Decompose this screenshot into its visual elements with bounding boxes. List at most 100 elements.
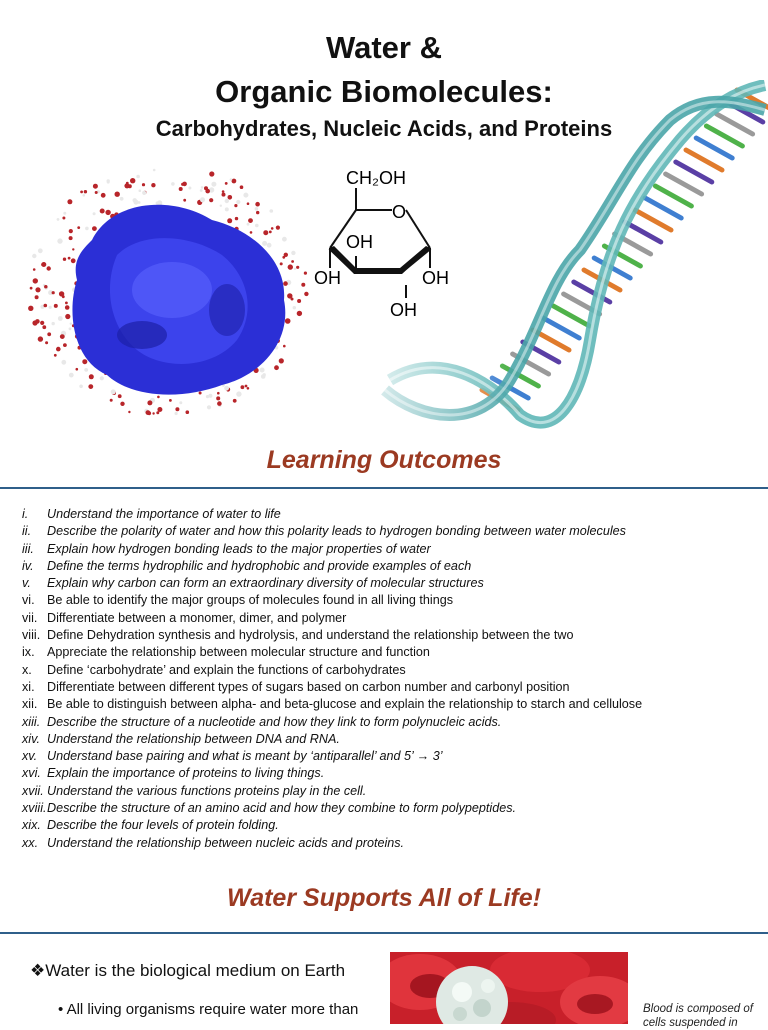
water-molecule [145, 410, 151, 415]
oh-right-label: OH [422, 268, 449, 288]
water-molecule [58, 291, 65, 297]
water-molecule [40, 320, 45, 325]
glucose-structure-diagram: CH₂OH O OH OH OH OH [314, 168, 449, 320]
water-molecule [243, 192, 249, 198]
outcome-number: vi. [22, 593, 35, 608]
water-molecule [217, 391, 220, 395]
water-molecule [72, 248, 75, 251]
water-molecule [259, 367, 265, 373]
outcome-number: xvii. [22, 783, 44, 798]
outcome-number: viii. [22, 628, 41, 643]
base-pair [693, 135, 735, 161]
water-molecule [130, 178, 136, 184]
outcome-text: Be able to identify the major groups of … [47, 593, 454, 608]
water-molecule [51, 291, 55, 295]
learning-outcome-item: iv.Define the terms hydrophilic and hydr… [22, 558, 762, 575]
water-molecule [43, 303, 48, 308]
water-molecule [70, 258, 76, 264]
outcome-number: i. [22, 507, 29, 521]
outcome-text: Define ‘carbohydrate’ and explain the fu… [47, 662, 406, 677]
outcome-number: iii. [22, 541, 34, 556]
water-molecule [44, 285, 48, 289]
outcome-number: xi. [22, 679, 35, 694]
learning-outcome-item: xvi.Explain the importance of proteins t… [22, 765, 762, 782]
learning-outcome-item: xi.Differentiate between different types… [22, 679, 762, 696]
outcome-number: vii. [22, 610, 38, 625]
outcome-text: Be able to distinguish between alpha- an… [47, 697, 643, 712]
protein-in-water-image [28, 168, 309, 416]
water-molecule [290, 297, 294, 301]
water-molecule [157, 407, 163, 412]
water-molecule [224, 198, 229, 204]
water-molecule [56, 218, 60, 221]
water-molecule [110, 389, 116, 395]
water-molecule [156, 411, 160, 415]
water-molecule [232, 398, 237, 403]
water-molecule [120, 401, 125, 406]
learning-outcome-item: xiv.Understand the relationship between … [22, 731, 762, 748]
water-molecule [282, 255, 286, 259]
outcome-number: xx. [22, 835, 39, 850]
base-pair [550, 303, 592, 329]
water-molecule [275, 225, 280, 230]
water-molecule [99, 208, 105, 214]
outcome-number: xii. [22, 697, 38, 712]
water-molecule [178, 187, 183, 191]
water-molecule [63, 343, 67, 347]
water-molecule [211, 181, 217, 187]
water-molecule [284, 318, 291, 324]
water-molecule [138, 189, 142, 192]
outcome-text: Explain the importance of proteins to li… [47, 766, 325, 781]
page-title-line2: Organic Biomolecules: [215, 74, 553, 109]
water-molecule [117, 394, 122, 399]
outcome-number: ix. [22, 645, 35, 660]
oh-inner-label: OH [346, 232, 373, 252]
water-molecule [68, 327, 72, 331]
outcome-text: Describe the structure of an amino acid … [47, 801, 517, 816]
outcome-text: Describe the four levels of protein fold… [47, 818, 279, 833]
water-molecule [179, 401, 183, 405]
outcome-text: Explain how hydrogen bonding leads to th… [47, 541, 431, 556]
water-molecule [68, 372, 74, 378]
water-molecule [240, 385, 245, 390]
water-molecule [105, 209, 111, 216]
water-molecule [183, 198, 187, 202]
water-molecule [293, 267, 297, 270]
outcome-text: Define Dehydration synthesis and hydroly… [47, 628, 574, 643]
water-molecule [37, 336, 44, 342]
water-molecule [254, 207, 259, 211]
water-molecule [205, 395, 210, 399]
water-molecule [119, 196, 124, 201]
water-molecule [248, 218, 253, 223]
water-molecule [92, 226, 97, 231]
dna-helix-image [380, 80, 768, 440]
base-pair [632, 207, 674, 233]
water-molecule [278, 358, 284, 364]
water-molecule [227, 195, 233, 200]
water-molecule [274, 365, 279, 371]
learning-outcome-item: ix.Appreciate the relationship between m… [22, 644, 762, 661]
water-molecule [67, 199, 73, 205]
page-subtitle: Carbohydrates, Nucleic Acids, and Protei… [155, 116, 613, 141]
oh-bottom-label: OH [390, 300, 417, 320]
base-pair [642, 195, 684, 221]
water-molecule [198, 391, 202, 395]
water-molecule [181, 182, 185, 186]
water-molecule [37, 248, 43, 254]
base-pair [663, 171, 705, 197]
water-molecule [217, 401, 222, 406]
water-molecule [231, 178, 237, 184]
water-molecule [88, 374, 94, 380]
water-molecule [283, 281, 288, 286]
water-molecule [200, 186, 204, 189]
water-molecule [114, 191, 120, 197]
water-molecule [79, 384, 83, 389]
divider [0, 487, 768, 489]
water-molecule [236, 391, 242, 397]
water-molecule [65, 301, 68, 305]
water-molecule [234, 216, 239, 221]
outcome-number: xviii. [22, 801, 47, 816]
learning-outcome-item: x.Define ‘carbohydrate’ and explain the … [22, 662, 762, 679]
blood-caption: Blood is composed of cells suspended in [643, 1003, 753, 1029]
water-molecule [61, 359, 67, 365]
